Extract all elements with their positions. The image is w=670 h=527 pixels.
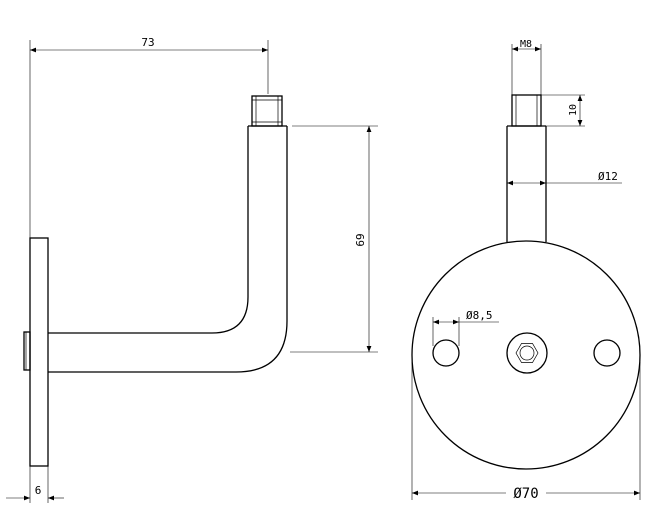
dim-label-6: 6 (35, 484, 42, 497)
mounting-hole-right (593, 339, 621, 367)
dim-label-d70: Ø70 (513, 486, 538, 502)
front-view: M8 10 Ø12 Ø8,5 Ø70 (411, 39, 641, 502)
dim-label-m8: M8 (520, 39, 532, 50)
plate-boss (23, 331, 31, 371)
hex-socket-screw (506, 332, 548, 374)
dim-label-10: 10 (568, 104, 579, 116)
dim-tube-diameter: Ø12 (507, 170, 622, 186)
threaded-stud (251, 95, 283, 127)
dim-height: 69 (290, 125, 378, 353)
dim-label-d12: Ø12 (598, 170, 618, 183)
dim-thread-length: 10 (541, 94, 585, 127)
dim-label-d8-5: Ø8,5 (466, 309, 493, 322)
mounting-hole-left (432, 339, 460, 367)
wall-plate (29, 237, 49, 467)
round-plate (411, 240, 641, 470)
dim-overall-length: 73 (29, 36, 269, 238)
dim-hole-diameter: Ø8,5 (432, 309, 499, 346)
front-stud (511, 94, 542, 127)
front-tube (506, 125, 547, 242)
dim-thread: M8 (511, 39, 542, 95)
dim-plate-diameter: Ø70 (411, 362, 641, 502)
dim-plate-thickness: 6 (6, 466, 64, 503)
dim-label-69: 69 (354, 233, 367, 246)
side-view: 73 69 6 (6, 36, 378, 503)
bent-tube (48, 125, 288, 373)
dim-label-73: 73 (141, 36, 154, 49)
